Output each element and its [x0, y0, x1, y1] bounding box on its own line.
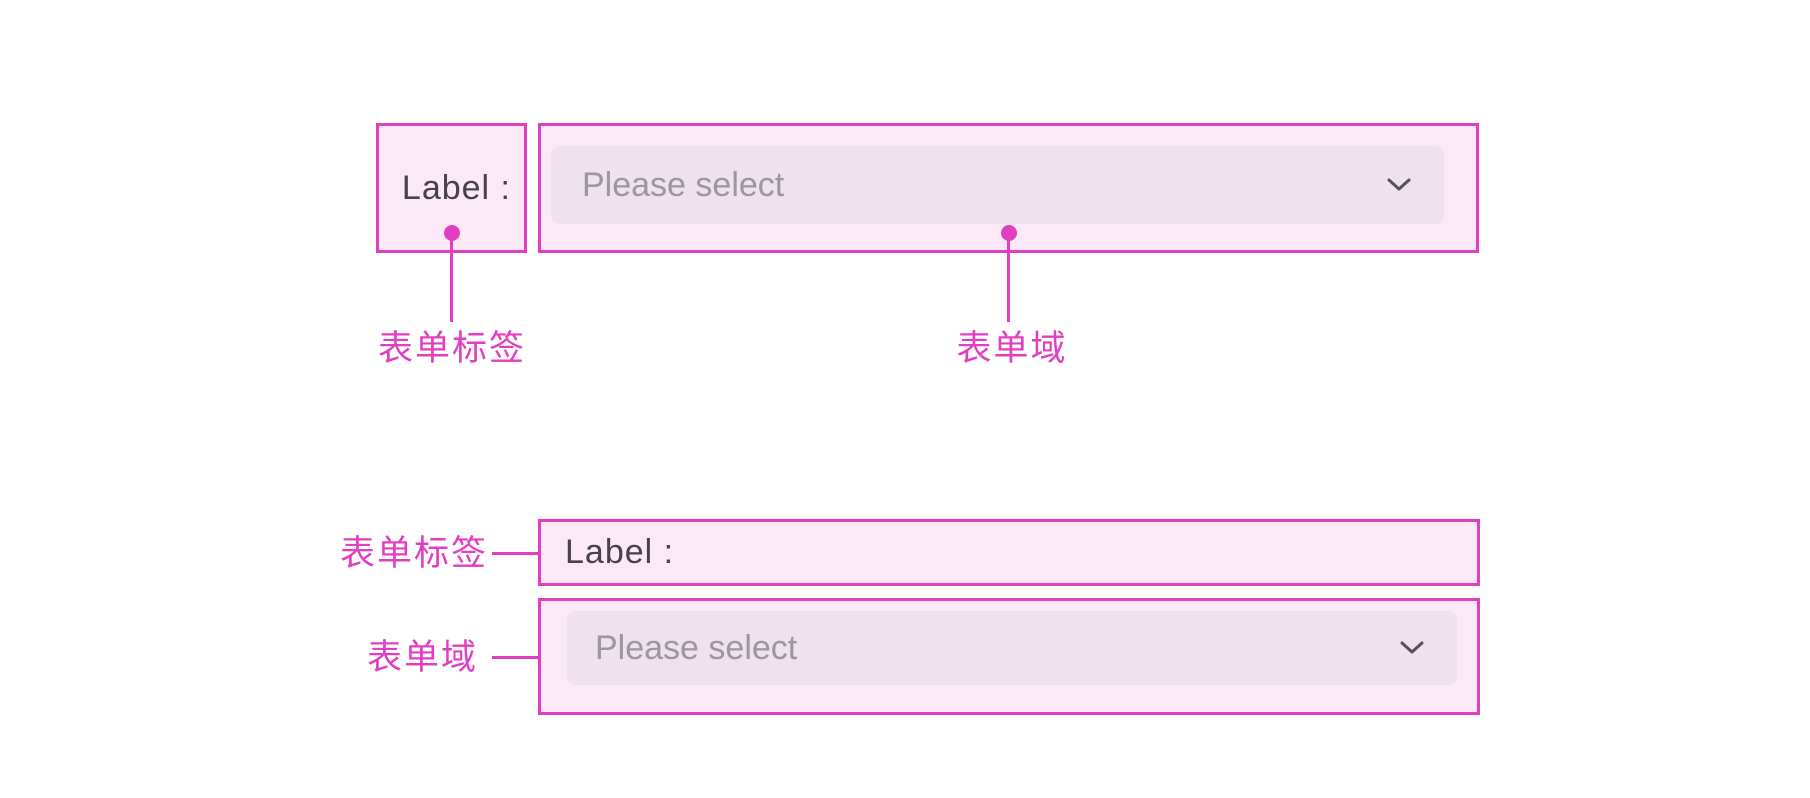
select-placeholder: Please select: [595, 628, 798, 667]
chevron-down-icon[interactable]: [1387, 178, 1411, 192]
callout-line: [1007, 233, 1010, 322]
callout-form-label: 表单标签: [377, 329, 527, 368]
select-field[interactable]: Please select: [567, 611, 1457, 685]
form-label: Label :: [401, 168, 511, 207]
label-annotation-box: Label :: [538, 519, 1480, 586]
field-annotation-box: Please select: [538, 598, 1480, 715]
callout-line: [450, 233, 453, 322]
form-label: Label :: [565, 533, 675, 571]
callout-form-label: 表单标签: [339, 534, 488, 573]
chevron-down-icon[interactable]: [1400, 641, 1424, 655]
callout-line: [492, 656, 550, 659]
select-field[interactable]: Please select: [551, 146, 1444, 224]
callout-form-field: 表单域: [956, 329, 1068, 368]
callout-line: [492, 552, 550, 555]
select-placeholder: Please select: [582, 165, 785, 204]
callout-form-field: 表单域: [366, 638, 478, 677]
